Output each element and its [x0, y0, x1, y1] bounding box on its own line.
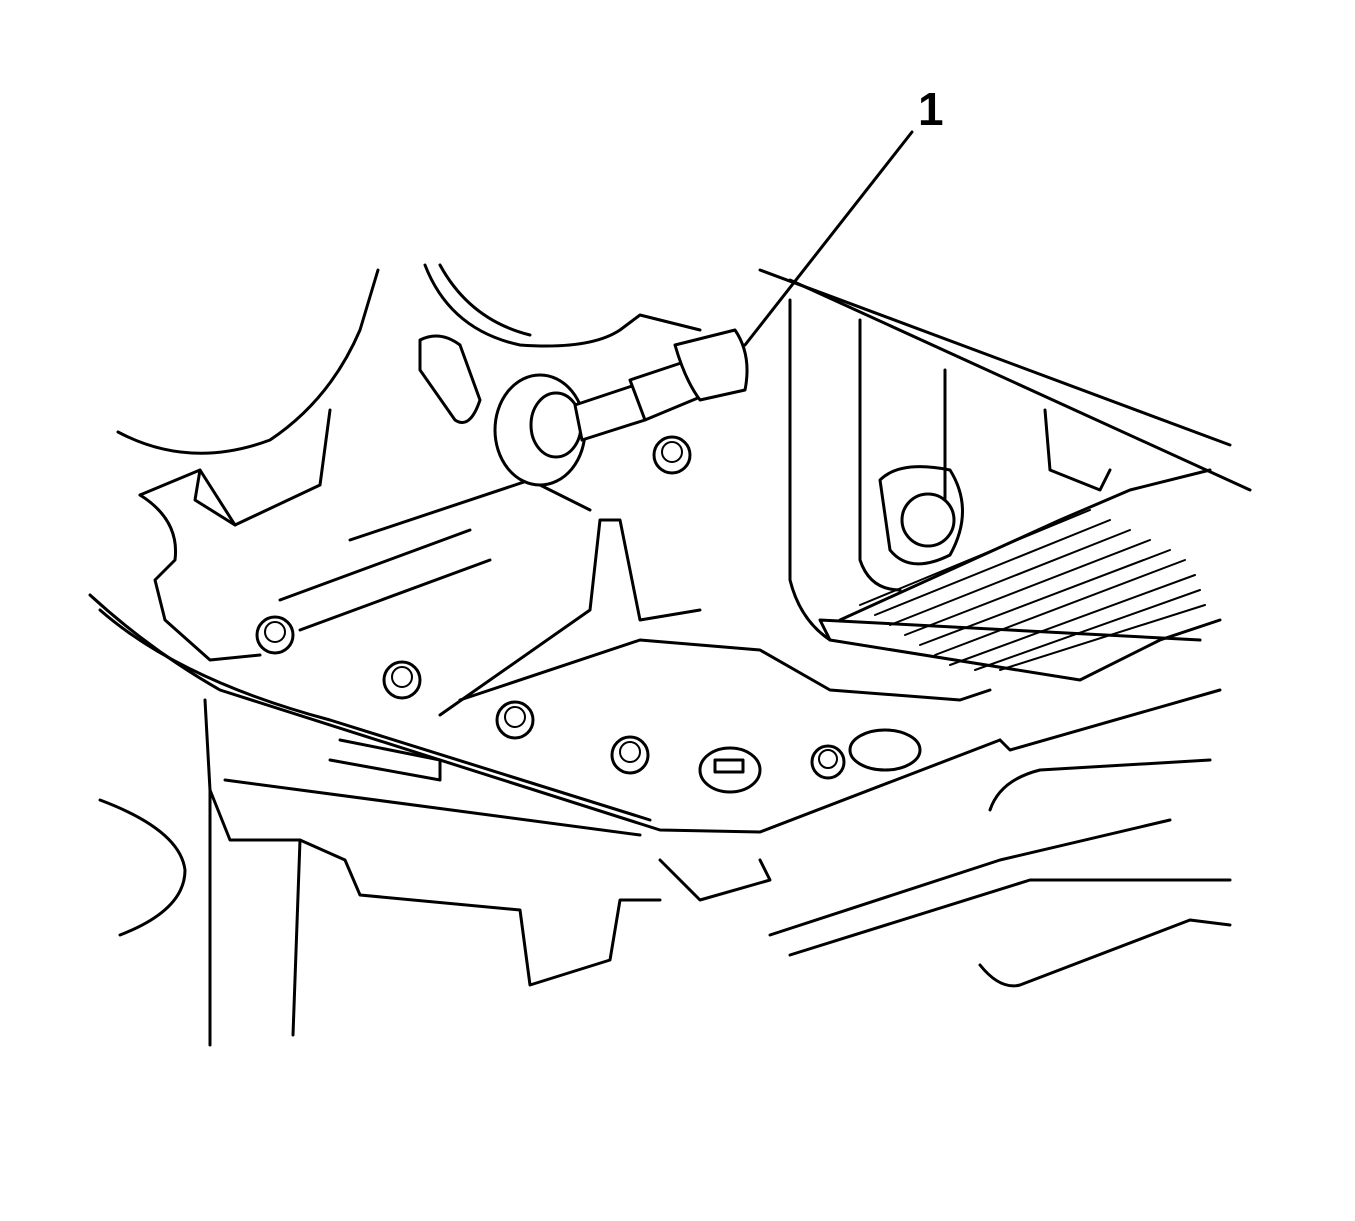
bell-housing [98, 263, 1252, 1047]
leader-line [743, 130, 914, 347]
cooling-fins [859, 509, 1206, 671]
transmission-pan [88, 478, 1232, 988]
drain-plug [698, 746, 762, 794]
pan-bolts [255, 435, 922, 794]
bolt [495, 700, 535, 740]
bolt [382, 660, 422, 700]
bolt [255, 615, 295, 655]
transmission-case-right [788, 298, 1222, 682]
bolt [610, 735, 650, 775]
bolt [652, 435, 692, 475]
sensor-connector [418, 328, 749, 487]
bolt [810, 744, 846, 780]
callout-label-1: 1 [918, 83, 944, 135]
